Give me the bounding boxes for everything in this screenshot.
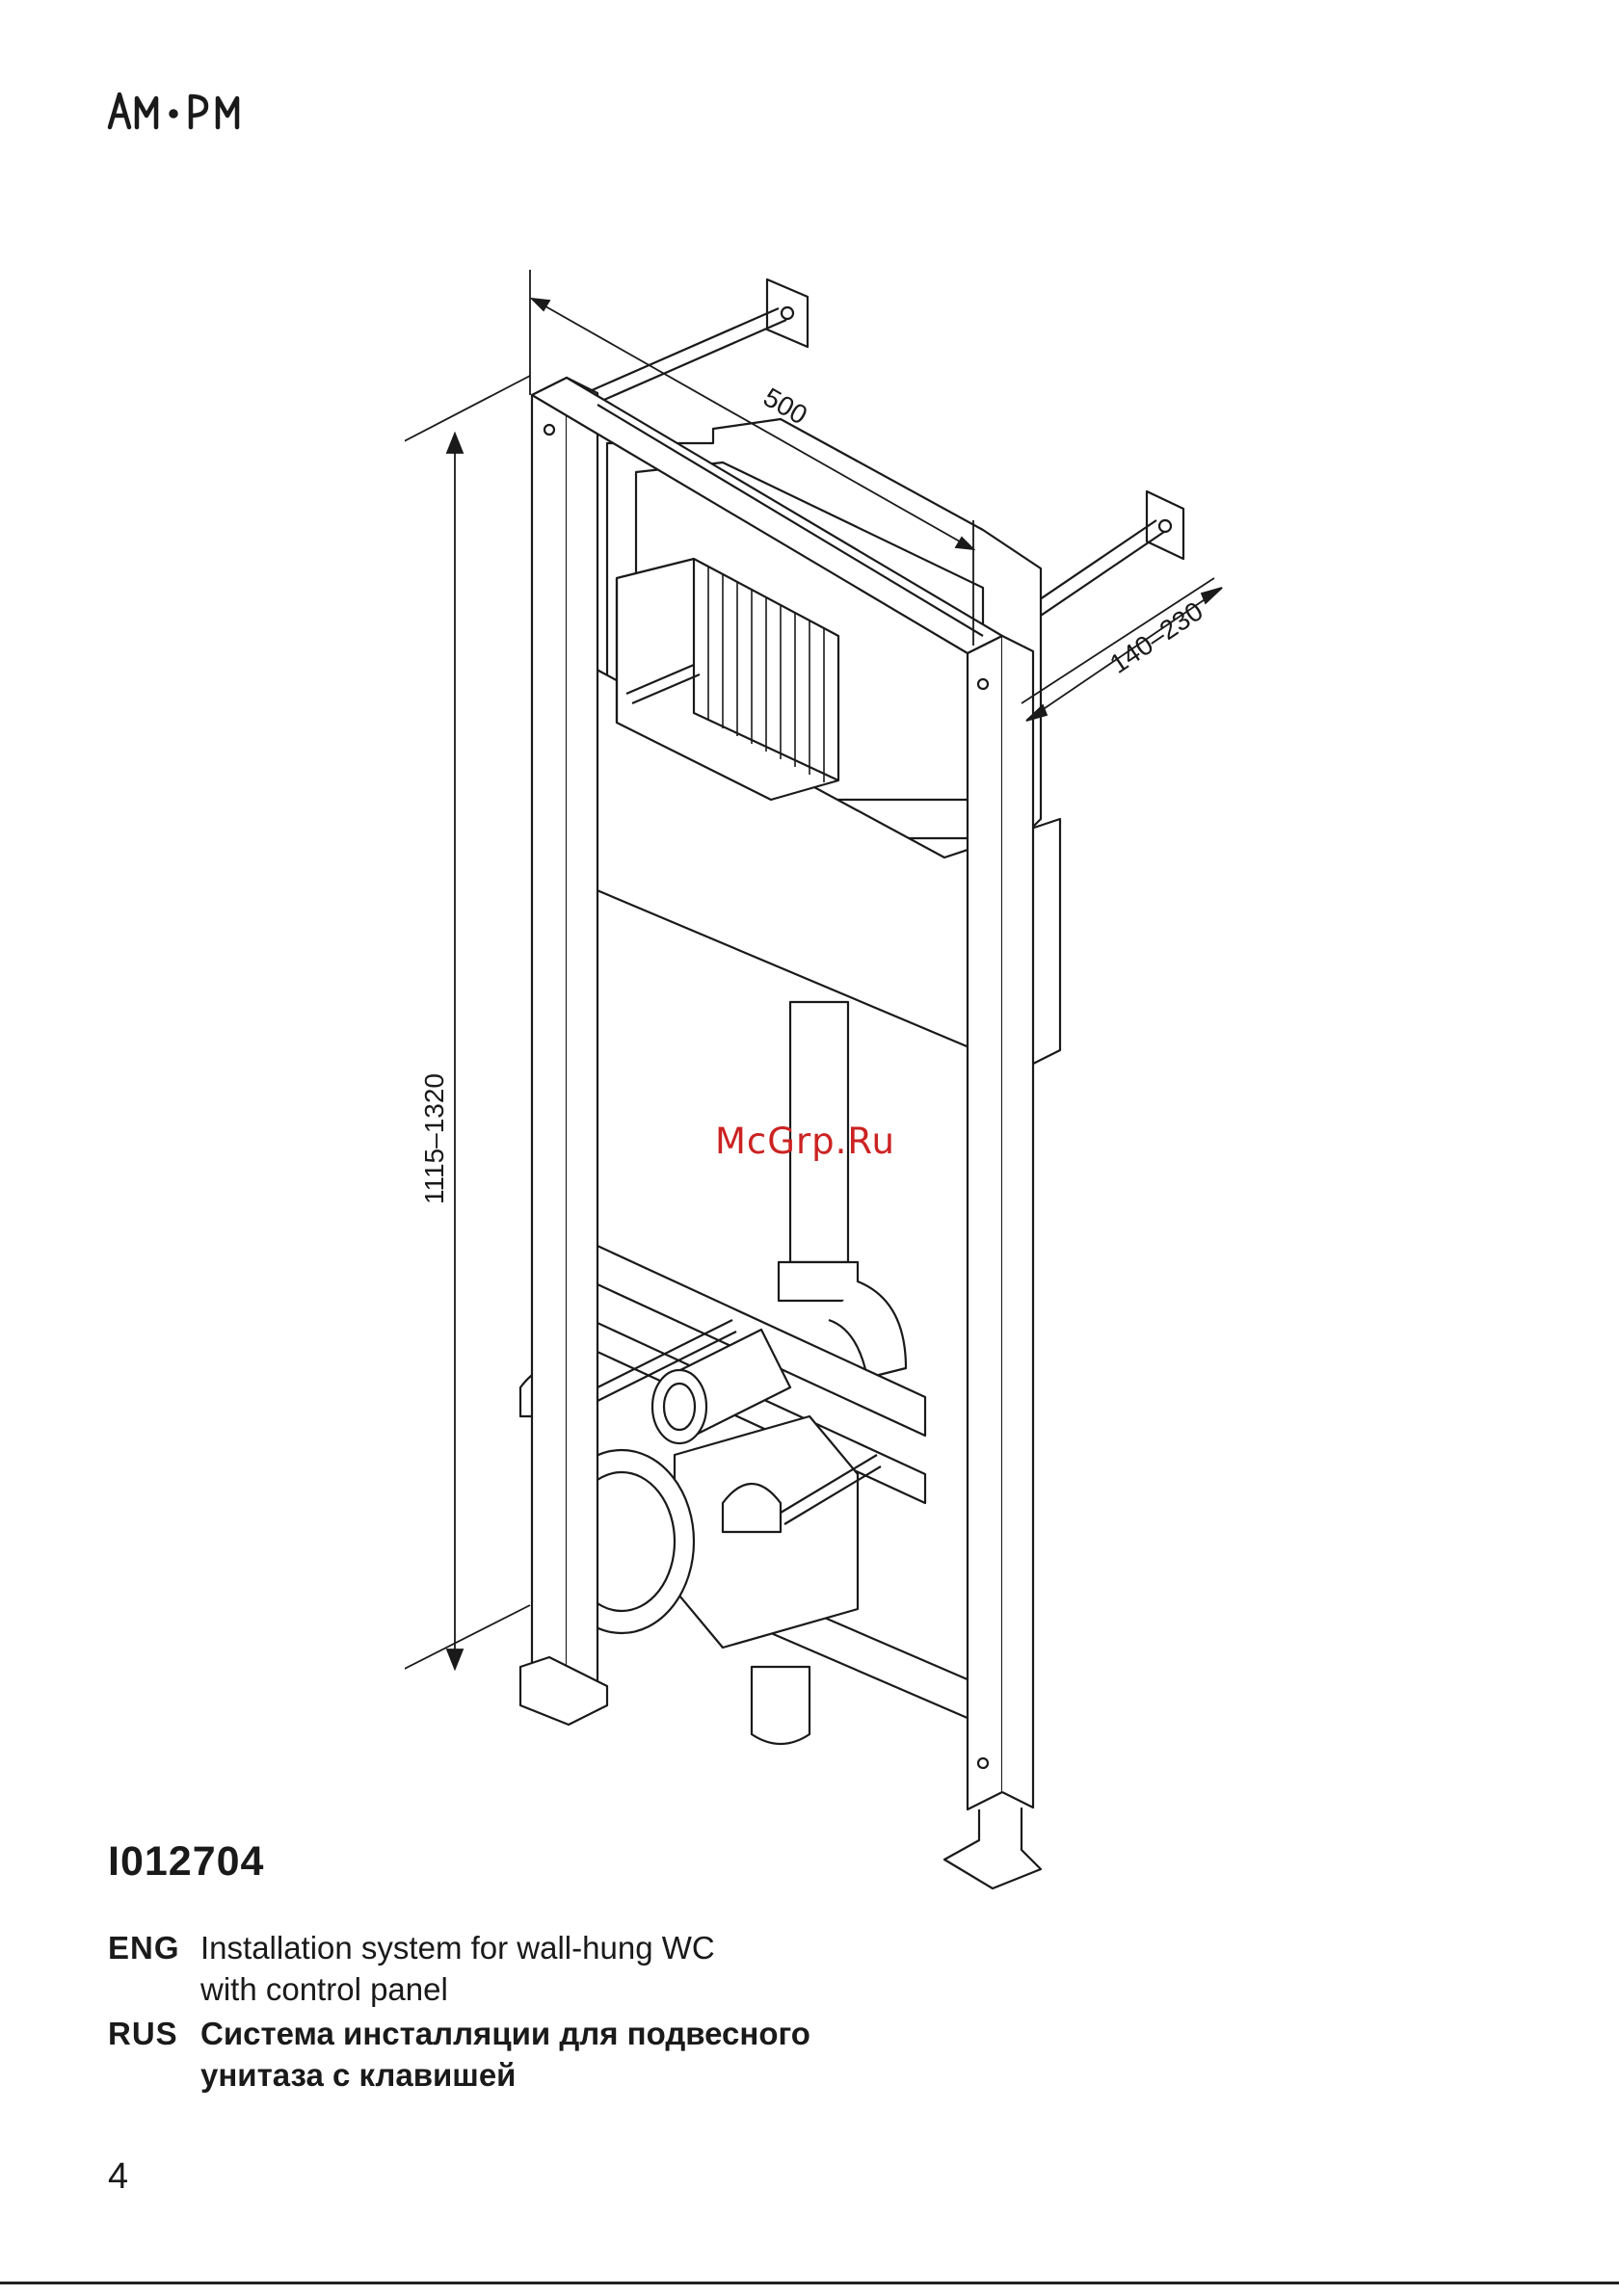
brand-logo — [106, 85, 279, 135]
model-number: I012704 — [108, 1838, 264, 1886]
description-line: Система инсталляции для подвесного — [200, 2013, 875, 2054]
bottom-rule — [0, 2282, 1619, 2284]
description-line: with control panel — [200, 1968, 875, 2010]
installation-frame-drawing: 500 140–230 1115–1320 — [405, 260, 1330, 1898]
page-number: 4 — [108, 2156, 128, 2198]
description-line: унитаза с клавишей — [200, 2054, 875, 2096]
description-line: Installation system for wall-hung WC — [200, 1927, 875, 1968]
dimension-height-label: 1115–1320 — [419, 1073, 449, 1204]
watermark: McGrp.Ru — [715, 1121, 895, 1162]
lang-code: ENG — [108, 1927, 199, 1968]
dimension-depth-label: 140–230 — [1104, 595, 1208, 679]
lang-code: RUS — [108, 2013, 199, 2054]
